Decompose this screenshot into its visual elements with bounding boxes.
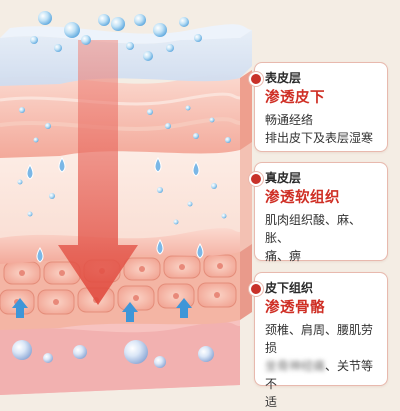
water-drops: [26, 157, 204, 263]
small-blue-arrows: [12, 298, 192, 322]
surface-layer: [0, 24, 252, 86]
subcutaneous-callout: 皮下组织 渗透骨骼 颈椎、肩周、腰肌劳损 坐骨神经痛、关节等不 适: [249, 272, 388, 409]
epidermis-callout: 表皮层 渗透皮下 畅通经络 排出皮下及表层湿寒: [249, 62, 388, 152]
callout-dot-icon: [249, 172, 263, 186]
callout-desc-line-1: 畅通经络: [265, 113, 314, 127]
callout-title: 渗透软组织: [265, 190, 340, 206]
callout-heading: 真皮层: [265, 171, 302, 185]
callout-desc-line-2: 排出皮下及表层湿寒: [265, 131, 374, 145]
callout-dot-icon: [249, 72, 263, 86]
callout-desc-line-1: 颈椎、肩周、腰肌劳损: [265, 323, 374, 355]
bottom-bubbles: [12, 340, 214, 368]
penetration-arrow: [58, 40, 138, 305]
water-bubbles: [17, 11, 231, 225]
callout-dot-icon: [249, 282, 263, 296]
blurred-text: 坐骨神经痛: [265, 359, 326, 373]
callout-heading: 皮下组织: [265, 281, 314, 295]
callout-desc-line-2: 坐骨神经痛、关节等不: [265, 357, 379, 393]
callout-title: 渗透骨骼: [265, 300, 325, 316]
callout-title: 渗透皮下: [265, 90, 325, 106]
callout-desc-line-1: 肌肉组织酸、麻、胀、: [265, 213, 362, 245]
dermis-callout: 真皮层 渗透软组织 肌肉组织酸、麻、胀、 痛、痹: [249, 162, 388, 263]
callout-desc-line-2: 痛、痹: [265, 249, 302, 263]
callout-heading: 表皮层: [265, 71, 302, 85]
callout-desc-line-2-rest: 、关节等不: [265, 359, 374, 391]
callout-desc-line-3: 适: [265, 395, 278, 409]
skin-layer-diagram: [0, 11, 252, 395]
